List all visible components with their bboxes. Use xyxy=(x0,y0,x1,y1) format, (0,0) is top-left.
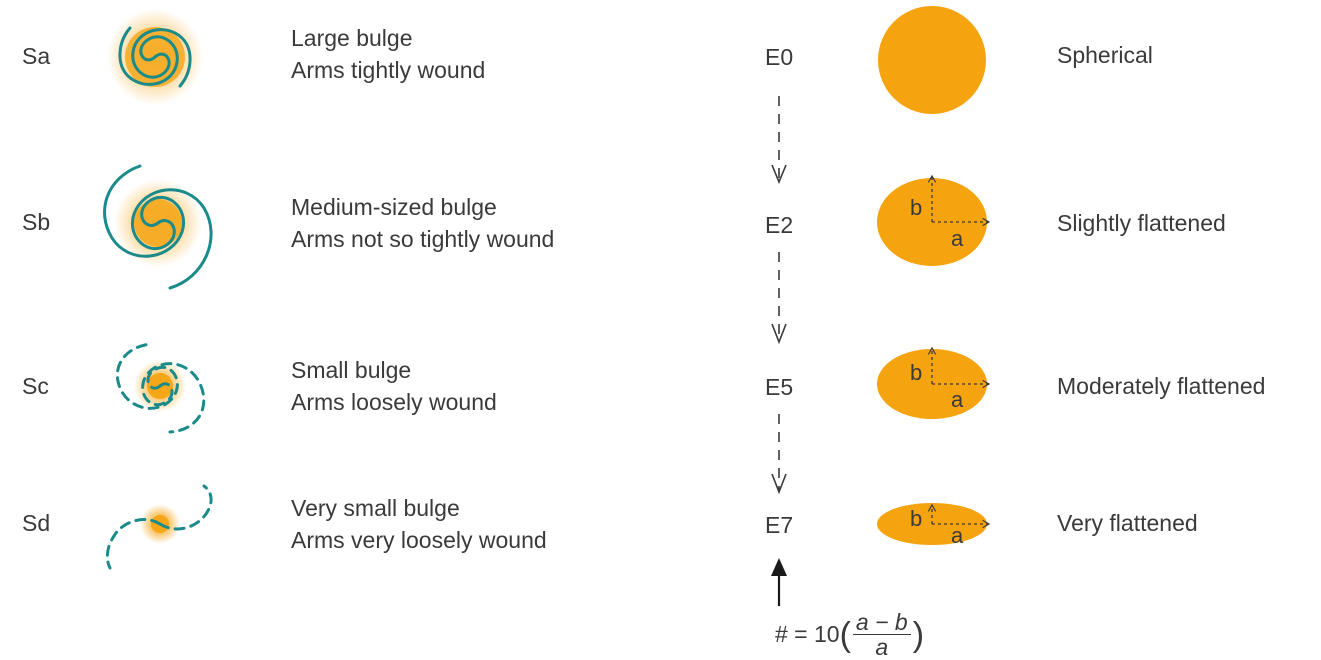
elliptical-description: Spherical xyxy=(1057,44,1153,67)
e0-galaxy-icon xyxy=(878,6,986,114)
axis-b-label: b xyxy=(910,508,922,530)
arms-text: Arms not so tightly wound xyxy=(291,223,554,255)
spiral-type-label: Sb xyxy=(22,211,50,234)
e5-galaxy-icon xyxy=(877,348,989,419)
arms-text: Arms very loosely wound xyxy=(291,524,547,556)
bulge-text: Large bulge xyxy=(291,22,485,54)
spiral-type-label: Sc xyxy=(22,375,49,398)
spiral-type-label: Sd xyxy=(22,512,50,535)
elliptical-type-label: E2 xyxy=(765,214,793,237)
spiral-description: Small bulge Arms loosely wound xyxy=(291,354,497,418)
e7-galaxy-icon xyxy=(877,503,989,545)
axis-a-label: a xyxy=(951,389,963,411)
axis-a-label: a xyxy=(951,228,963,250)
axis-b-label: b xyxy=(910,197,922,219)
ellipticity-formula: # = 10 ( a − b a ) xyxy=(775,610,924,659)
elliptical-type-label: E7 xyxy=(765,514,793,537)
sa-galaxy-icon xyxy=(107,9,203,105)
formula-numerator: a − b xyxy=(853,610,911,635)
e2-galaxy-icon xyxy=(877,176,989,266)
arms-text: Arms loosely wound xyxy=(291,386,497,418)
axis-a-label: a xyxy=(951,525,963,547)
sb-galaxy-icon xyxy=(105,166,212,288)
sc-galaxy-icon xyxy=(117,344,203,432)
bulge-text: Medium-sized bulge xyxy=(291,191,554,223)
elliptical-description: Slightly flattened xyxy=(1057,212,1226,235)
spiral-description: Medium-sized bulge Arms not so tightly w… xyxy=(291,191,554,255)
axis-b-label: b xyxy=(910,362,922,384)
formula-arrow xyxy=(771,558,787,606)
elliptical-type-label: E5 xyxy=(765,376,793,399)
sequence-arrows xyxy=(772,96,786,492)
left-paren: ( xyxy=(840,618,851,652)
elliptical-type-label: E0 xyxy=(765,46,793,69)
bulge-text: Very small bulge xyxy=(291,492,547,524)
right-paren: ) xyxy=(913,618,924,652)
spiral-description: Very small bulge Arms very loosely wound xyxy=(291,492,547,556)
formula-denominator: a xyxy=(875,635,888,659)
elliptical-description: Moderately flattened xyxy=(1057,375,1265,398)
spiral-type-label: Sa xyxy=(22,45,50,68)
arms-text: Arms tightly wound xyxy=(291,54,485,86)
bulge-text: Small bulge xyxy=(291,354,497,386)
spiral-description: Large bulge Arms tightly wound xyxy=(291,22,485,86)
sd-galaxy-icon xyxy=(107,486,211,568)
formula-fraction: a − b a xyxy=(853,610,911,659)
elliptical-description: Very flattened xyxy=(1057,512,1198,535)
formula-lhs: # = 10 xyxy=(775,621,840,648)
